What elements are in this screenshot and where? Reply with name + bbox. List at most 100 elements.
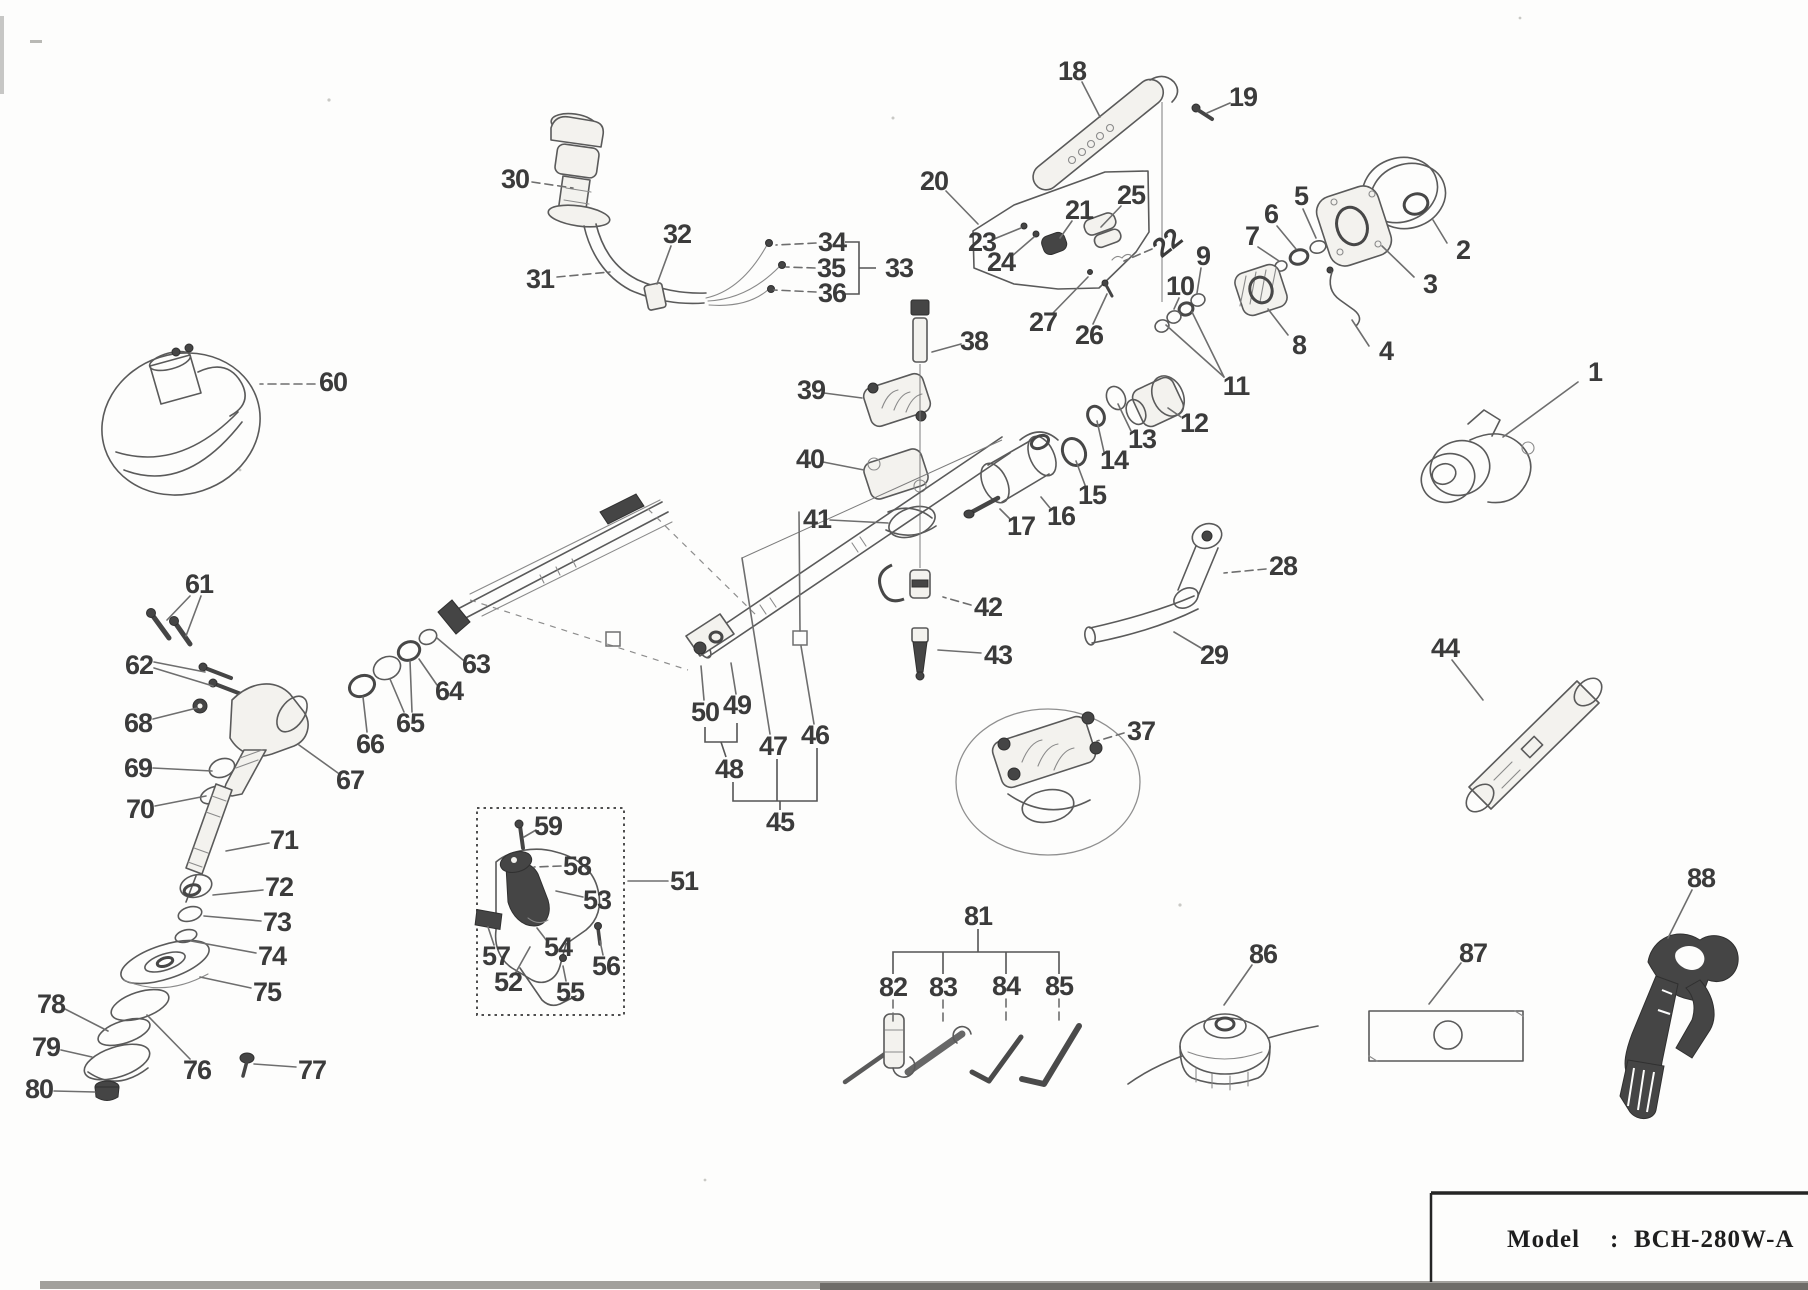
leader-line-52 [515,946,531,973]
leader-line-3 [1381,245,1415,278]
callout-36: 36 [818,278,847,308]
callout-14: 14 [1100,445,1129,475]
leader-line-75 [199,976,252,989]
callout-46: 46 [801,720,830,750]
leader-line-53 [555,890,584,898]
callout-47: 47 [759,731,787,761]
leader-line-59 [523,829,537,838]
leader-line-34 [775,242,817,246]
callout-56: 56 [592,951,621,981]
leader-line-35 [785,266,816,269]
blade-guard-part [101,343,261,496]
leader-line-65 [389,678,405,713]
callout-26: 26 [1075,320,1104,350]
callout-74: 74 [258,941,287,971]
callout-82: 82 [879,972,907,1002]
leader-line-73 [203,915,262,922]
drive-tube-part [685,436,1011,659]
callout-1: 1 [1588,357,1603,387]
tool-kit-part [842,1013,1082,1087]
leader-line-58 [533,865,562,868]
leader-line-20 [945,190,979,225]
callout-83: 83 [929,972,958,1002]
callout-65: 65 [396,708,425,738]
leader-line-5 [1302,208,1317,239]
callout-29: 29 [1200,640,1229,670]
leader-line-11 [1191,311,1225,378]
leader-line-43 [937,649,982,654]
leader-line-74 [190,940,257,954]
clutch-drum-chain-part [963,156,1447,519]
callout-86: 86 [1249,939,1278,969]
callout-34: 34 [818,227,847,257]
leader-line-62 [153,661,206,673]
leader-line-22 [1123,248,1153,262]
callout-78: 78 [37,989,66,1019]
leader-line-49 [730,662,737,695]
callout-70: 70 [126,794,154,824]
parts-layer: Model : BCH-280W-A [83,75,1808,1282]
leader-line-12 [1167,407,1182,418]
leader-line-15 [1075,460,1086,486]
leader-line-26 [1092,293,1108,325]
leader-line-78 [64,1008,109,1032]
grouping-bracket [720,741,727,758]
leader-line-37 [1096,732,1125,742]
leader-line-16 [1040,496,1051,509]
callout-24: 24 [987,247,1016,277]
leader-line-6 [1276,225,1297,250]
callout-21: 21 [1065,195,1094,225]
leader-line-14 [1096,420,1105,453]
leader-line-17 [999,508,1011,520]
callout-49: 49 [723,690,752,720]
callout-32: 32 [663,219,691,249]
callout-23: 23 [968,227,997,257]
clamp-detail-part [955,708,1141,856]
handlebar-screw-part [1191,103,1214,121]
leader-line-66 [362,696,368,733]
callout-15: 15 [1078,480,1107,510]
clutch-housing-part [1420,409,1535,504]
leader-line-27 [1052,276,1089,314]
callout-53: 53 [583,885,612,915]
leader-line-28 [1223,568,1267,574]
leader-line-46 [800,645,815,725]
leader-line-36 [773,289,817,293]
leader-line-23 [993,227,1022,240]
callout-71: 71 [270,825,299,855]
leader-line-24 [1011,236,1035,257]
harness-part [1619,933,1739,1119]
leader-line-9 [1196,267,1202,294]
leader-line-10 [1173,297,1180,310]
leader-line-38 [931,343,962,353]
callout-76: 76 [183,1055,212,1085]
callout-77: 77 [298,1055,326,1085]
callout-6: 6 [1264,199,1279,229]
leader-line-44 [1451,659,1484,701]
leader-line-11 [1165,324,1225,378]
callout-25: 25 [1117,180,1146,210]
callout-8: 8 [1292,330,1307,360]
callout-64: 64 [435,676,464,706]
grouping-bracket [732,748,818,802]
callout-13: 13 [1128,424,1157,454]
marker-square [605,631,621,647]
leader-line-7 [1257,246,1280,262]
leader-line-41 [829,519,889,524]
leader-line-8 [1267,308,1289,336]
leader-line-69 [152,767,213,772]
callout-57: 57 [482,941,510,971]
callout-54: 54 [544,932,573,962]
grouping-bracket [845,241,860,295]
callout-60: 60 [319,367,347,397]
leader-line-32 [656,245,672,285]
leader-line-61 [166,595,191,621]
leader-line-4 [1351,319,1370,347]
callout-66: 66 [356,729,385,759]
leader-line-68 [152,707,198,720]
throttle-grip-part [547,112,786,311]
callout-30: 30 [501,164,529,194]
callout-52: 52 [494,967,522,997]
